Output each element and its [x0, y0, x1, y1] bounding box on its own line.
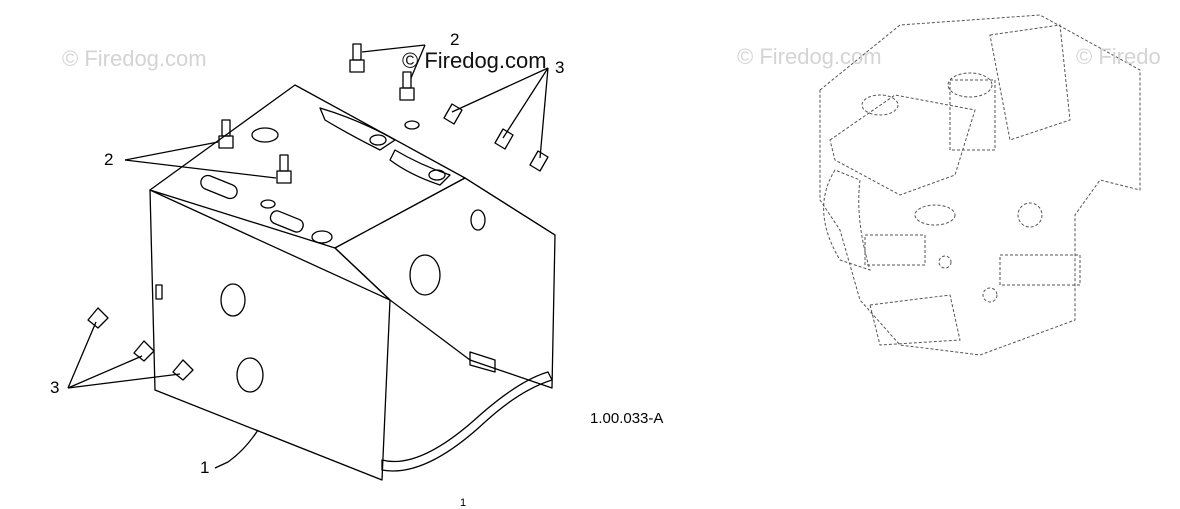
callout-bottom-partial: 1: [460, 497, 467, 509]
watermark-top-right-1: © Firedog.com: [737, 44, 882, 69]
frame-front-panel: [149, 189, 391, 481]
watermark-top-left: © Firedog.com: [62, 46, 207, 71]
watermark-top-center: © Firedog.com: [402, 48, 547, 73]
figure-code: 1.00.033-A: [590, 410, 664, 427]
engine-ghost-outline: [819, 14, 1141, 356]
callout-left-screws: 3: [50, 378, 60, 397]
callout-right-screws: 3: [555, 58, 565, 77]
callout-frame: 1: [200, 458, 210, 477]
callout-top-bolt: 2: [450, 30, 460, 49]
callout-left-bolts: 2: [104, 150, 114, 169]
watermark-top-right-2: © Firedo: [1076, 44, 1161, 69]
